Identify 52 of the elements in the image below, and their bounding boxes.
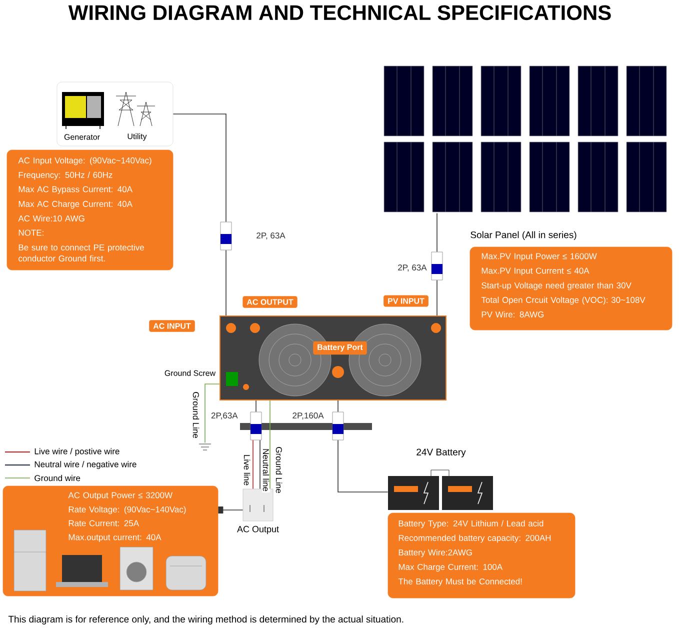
spec-text: Max Charge Current: 100A bbox=[398, 564, 503, 572]
callout-tag: Battery Port bbox=[313, 341, 367, 355]
breaker-rating: 2P,160A bbox=[292, 412, 324, 420]
spec-text: Max.PV Input Power ≤ 1600W bbox=[482, 253, 597, 261]
edge-label: Ground Line bbox=[274, 446, 284, 494]
inverter-drawing bbox=[220, 316, 446, 400]
title: WIRING DIAGRAM AND TECHNICAL SPECIFICATIONS bbox=[68, 5, 611, 20]
callout-tag: PV INPUT bbox=[384, 295, 428, 307]
wire bbox=[338, 440, 388, 492]
wire bbox=[252, 440, 254, 490]
wire bbox=[436, 212, 438, 252]
source-label: Utility bbox=[128, 133, 147, 141]
spec-text: AC Wire:10 AWG bbox=[18, 215, 84, 222]
spec-text: Rate Voltage: (90Vac~140Vac) bbox=[68, 506, 186, 514]
breaker-rating: 2P, 63A bbox=[398, 264, 427, 272]
spec-text: Be sure to connect PE protective conductor Ground first. bbox=[18, 244, 144, 262]
edge-label: Live line bbox=[242, 453, 252, 487]
spec-text: AC Output Power ≤ 3200W bbox=[68, 492, 173, 500]
callout-tag: AC OUTPUT bbox=[242, 296, 298, 308]
source-label: Generator bbox=[64, 134, 100, 140]
caption: This diagram is for reference only, and the wiring method is determined by the actual situation. bbox=[8, 616, 404, 624]
edge-label: Ground Line bbox=[192, 390, 200, 440]
ground-symbol bbox=[198, 444, 212, 450]
spec-text: Max AC Bypass Current: 40A bbox=[18, 186, 132, 194]
spec-text: PV Wire: 8AWG bbox=[482, 311, 544, 318]
legend-text: Neutral wire / negative wire bbox=[34, 461, 136, 469]
spec-text: Battery Wire:2AWG bbox=[398, 549, 472, 558]
breaker-rating: 2P, 63A bbox=[256, 232, 286, 240]
panel-heading: Solar Panel (All in series) bbox=[470, 231, 576, 240]
spec-text: Rate Current: 25A bbox=[68, 520, 140, 526]
spec-text: Start-up Voltage need greater than 30V bbox=[482, 282, 632, 290]
spec-text: Recommended battery capacity: 200AH bbox=[398, 534, 551, 543]
wire bbox=[218, 506, 244, 514]
wire bbox=[204, 384, 220, 444]
spec-text: Battery Type: 24V Lithium / Lead acid bbox=[398, 520, 544, 528]
breaker-rating: 2P,63A bbox=[211, 412, 238, 420]
spec-text: Frequency: 50Hz / 60Hz bbox=[18, 172, 112, 180]
callout-tag: AC INPUT bbox=[149, 320, 195, 332]
legend-text: Live wire / postive wire bbox=[34, 448, 120, 456]
spec-text: NOTE: bbox=[18, 230, 44, 236]
wire bbox=[436, 280, 438, 316]
spec-text: The Battery Must be Connected! bbox=[398, 578, 522, 586]
legend-text: Ground wire bbox=[34, 474, 80, 482]
battery-label: 24V Battery bbox=[416, 448, 466, 458]
spec-text: Max AC Charge Current: 40A bbox=[18, 200, 132, 209]
spec-text: Max.output current: 40A bbox=[68, 534, 162, 542]
solar-panel-drawing bbox=[384, 66, 667, 212]
spec-text: AC Input Voltage: (90Vac~140Vac) bbox=[18, 157, 152, 166]
spec-text: Total Open Crcuit Voltage (VOC): 30~108V bbox=[481, 296, 646, 305]
spec-text: Max.PV Input Current ≤ 40A bbox=[482, 268, 590, 276]
socket-label: AC Output bbox=[237, 526, 279, 534]
wire bbox=[172, 114, 226, 222]
